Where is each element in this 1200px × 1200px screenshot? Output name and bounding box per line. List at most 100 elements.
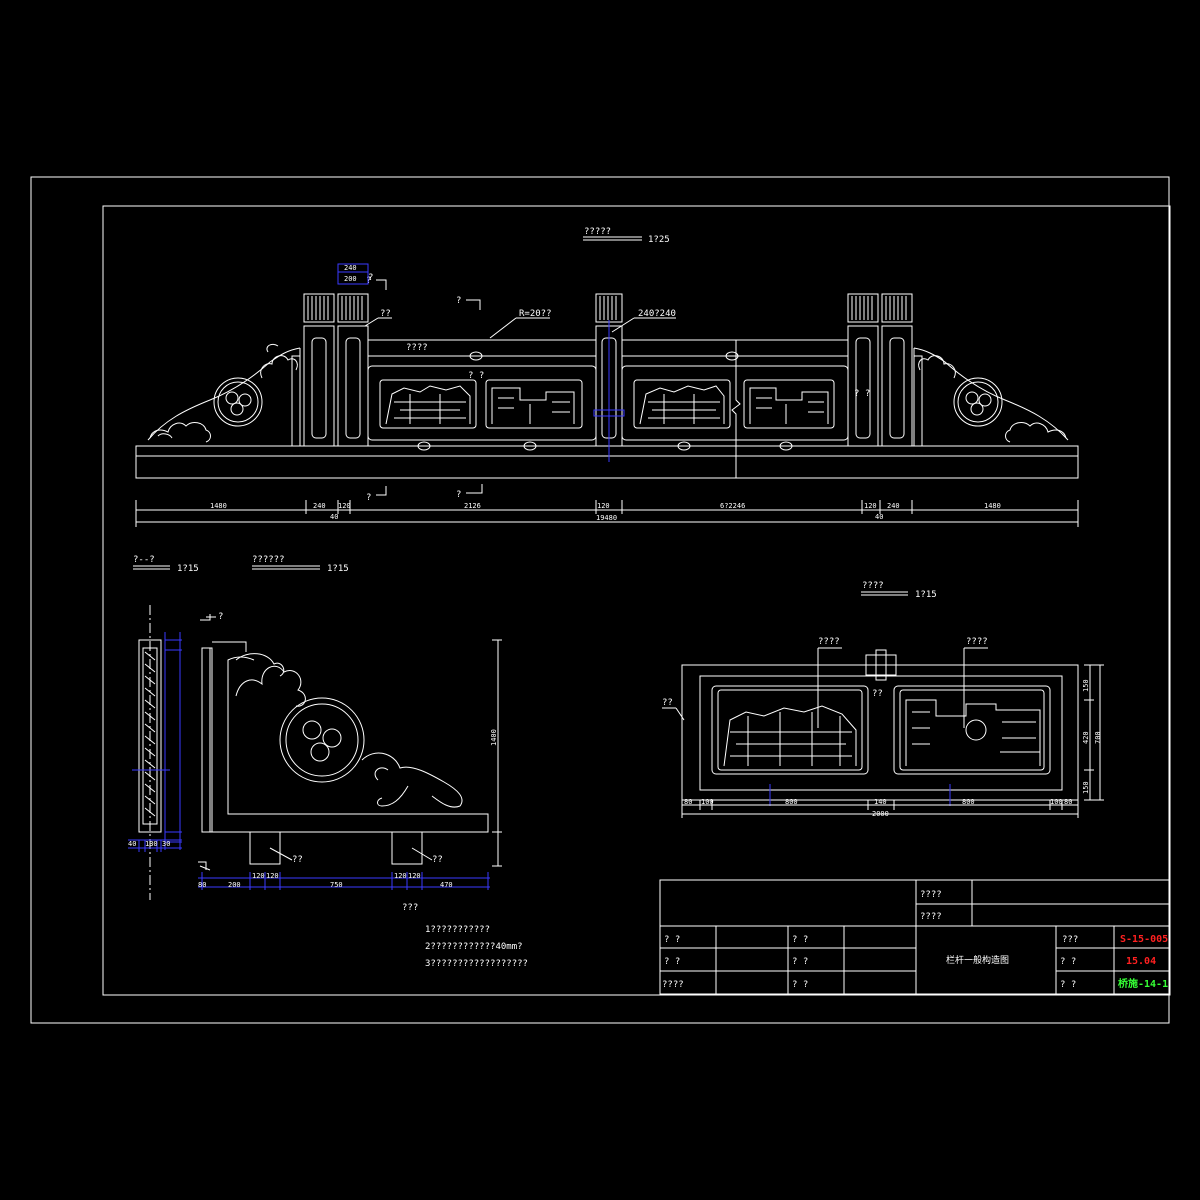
side-scale: 1?15 bbox=[327, 564, 349, 574]
panel-dim-100b: 100 bbox=[1050, 798, 1063, 806]
relief-panel-3 bbox=[633, 379, 731, 429]
dim-120-left: 120 bbox=[338, 502, 351, 510]
dim-1480-right: 1480 bbox=[984, 502, 1001, 510]
panel-dim-140: 140 bbox=[874, 798, 887, 806]
railing-label: ???? bbox=[406, 343, 428, 353]
relief-panel-1 bbox=[379, 379, 477, 429]
section-mark-top-0: ? bbox=[368, 273, 373, 283]
relief-panel-4 bbox=[743, 379, 835, 429]
dim-240-left: 240 bbox=[313, 502, 326, 510]
tb-a3: ???? bbox=[662, 980, 684, 990]
elevation-base bbox=[135, 445, 1079, 479]
tb-r1: ???? bbox=[920, 890, 942, 900]
panel-scale: 1?15 bbox=[915, 590, 937, 600]
elevation-scale: 1?25 bbox=[648, 235, 670, 245]
drawing-number: S-15-005 bbox=[1120, 934, 1168, 945]
dim-1480-left: 1480 bbox=[210, 502, 227, 510]
dim-120-center: 120 bbox=[597, 502, 610, 510]
top-dim-outer: 240 bbox=[344, 264, 357, 272]
dim-6x2246: 6?2246 bbox=[720, 502, 745, 510]
panel-right-callout: ???? bbox=[966, 637, 988, 647]
drawing-date: 15.04 bbox=[1126, 956, 1156, 967]
side-dim-120d: 120 bbox=[408, 872, 421, 880]
tb-c2: ? ? bbox=[1060, 957, 1076, 967]
panel-small-callout: ?? bbox=[872, 689, 883, 699]
inner-frame bbox=[102, 205, 1171, 996]
radius-label: R=20?? bbox=[519, 309, 552, 319]
post-tag: ?? bbox=[380, 309, 391, 319]
panel-vdim-150a: 150 bbox=[1082, 679, 1090, 692]
side-dim-470: 470 bbox=[440, 881, 453, 889]
tb-c1: ??? bbox=[1062, 935, 1078, 945]
side-foot-label-1: ?? bbox=[292, 855, 303, 865]
dim-total: 19480 bbox=[596, 514, 617, 522]
elevation-view: ????? 1?25 bbox=[135, 227, 1079, 527]
outer-frame bbox=[30, 176, 1170, 1024]
tb-b2: ? ? bbox=[792, 957, 808, 967]
title-block: ???? ???? ? ? ? ? ???? ? ? ? ? ? ? ??? ?… bbox=[659, 879, 1171, 995]
side-foot-label-2: ?? bbox=[432, 855, 443, 865]
panel-dim-total: 2000 bbox=[872, 810, 889, 818]
panel-dim-80a: 80 bbox=[684, 798, 692, 806]
side-dim-80: 80 bbox=[198, 881, 206, 889]
note-1: 1??????????? bbox=[425, 925, 490, 935]
panel-vdim-420: 420 bbox=[1082, 731, 1090, 744]
panel-dim-80b: 80 bbox=[1064, 798, 1072, 806]
section-aa-view: ?--? 1?15 40 130 30 bbox=[128, 555, 199, 900]
dim-2126: 2126 bbox=[464, 502, 481, 510]
dim-120-right: 120 bbox=[864, 502, 877, 510]
panel-vdim-150b: 150 bbox=[1082, 781, 1090, 794]
elevation-title: ????? bbox=[584, 227, 611, 237]
drawing-title: 栏杆一般构造图 bbox=[946, 954, 1009, 966]
right-posts bbox=[847, 293, 913, 447]
tb-b3: ? ? bbox=[792, 980, 808, 990]
side-dim-120a: 120 bbox=[252, 872, 265, 880]
note-2: 2????????????40mm? bbox=[425, 942, 523, 952]
tb-b1: ? ? bbox=[792, 935, 808, 945]
dim-40-left: 40 bbox=[330, 513, 338, 521]
side-bottom-label: ??? bbox=[402, 903, 418, 913]
note-3: 3?????????????????? bbox=[425, 959, 528, 969]
tb-a1: ? ? bbox=[664, 935, 680, 945]
side-height-dim: 1400 bbox=[490, 729, 498, 746]
section-mark-bottom-1: ? bbox=[366, 493, 371, 503]
tb-r2: ???? bbox=[920, 912, 942, 922]
side-view: ?????? 1?15 ? ?? ?? 1400 80 200 1 bbox=[198, 555, 502, 913]
post-size-label: 240?240 bbox=[638, 309, 676, 319]
left-posts bbox=[303, 293, 369, 447]
left-end-scroll bbox=[147, 343, 301, 447]
panel-dim-800b: 800 bbox=[962, 798, 975, 806]
panel-title: ???? bbox=[862, 581, 884, 591]
panel-left-callout: ???? bbox=[818, 637, 840, 647]
post-tag-3: ? ? bbox=[854, 389, 870, 399]
panel-dim-800a: 800 bbox=[785, 798, 798, 806]
section-aa-scale: 1?15 bbox=[177, 564, 199, 574]
section-mark-top-1: ? bbox=[366, 276, 371, 286]
side-dim-200: 200 bbox=[228, 881, 241, 889]
top-dim-inner: 200 bbox=[344, 275, 357, 283]
tb-a2: ? ? bbox=[664, 957, 680, 967]
panel-dim-100a: 100 bbox=[701, 798, 714, 806]
section-dim-30: 30 bbox=[162, 840, 170, 848]
relief-panel-2 bbox=[485, 379, 583, 429]
section-dim-40: 40 bbox=[128, 840, 136, 848]
side-dim-120c: 120 bbox=[394, 872, 407, 880]
side-title: ?????? bbox=[252, 555, 285, 565]
tb-c3: ? ? bbox=[1060, 980, 1076, 990]
section-mark-top-2: ? bbox=[456, 296, 461, 306]
side-dim-120b: 120 bbox=[266, 872, 279, 880]
side-dim-750: 750 bbox=[330, 881, 343, 889]
side-section-mark: ? bbox=[218, 612, 223, 622]
dim-240-right: 240 bbox=[887, 502, 900, 510]
section-mark-bottom-2: ? bbox=[456, 490, 461, 500]
section-aa-title: ?--? bbox=[133, 555, 155, 565]
panel-detail-view: ???? 1?15 ?? ???? ???? ?? 80 100 800 140… bbox=[662, 581, 1104, 818]
notes: 1??????????? 2????????????40mm? 3???????… bbox=[425, 925, 528, 969]
dim-40-right: 40 bbox=[875, 513, 883, 521]
panel-vdim-total: 700 bbox=[1094, 731, 1102, 744]
center-post bbox=[593, 293, 625, 462]
section-dim-130: 130 bbox=[145, 840, 158, 848]
railing-body bbox=[367, 339, 849, 451]
post-tag-2: ? ? bbox=[468, 371, 484, 381]
